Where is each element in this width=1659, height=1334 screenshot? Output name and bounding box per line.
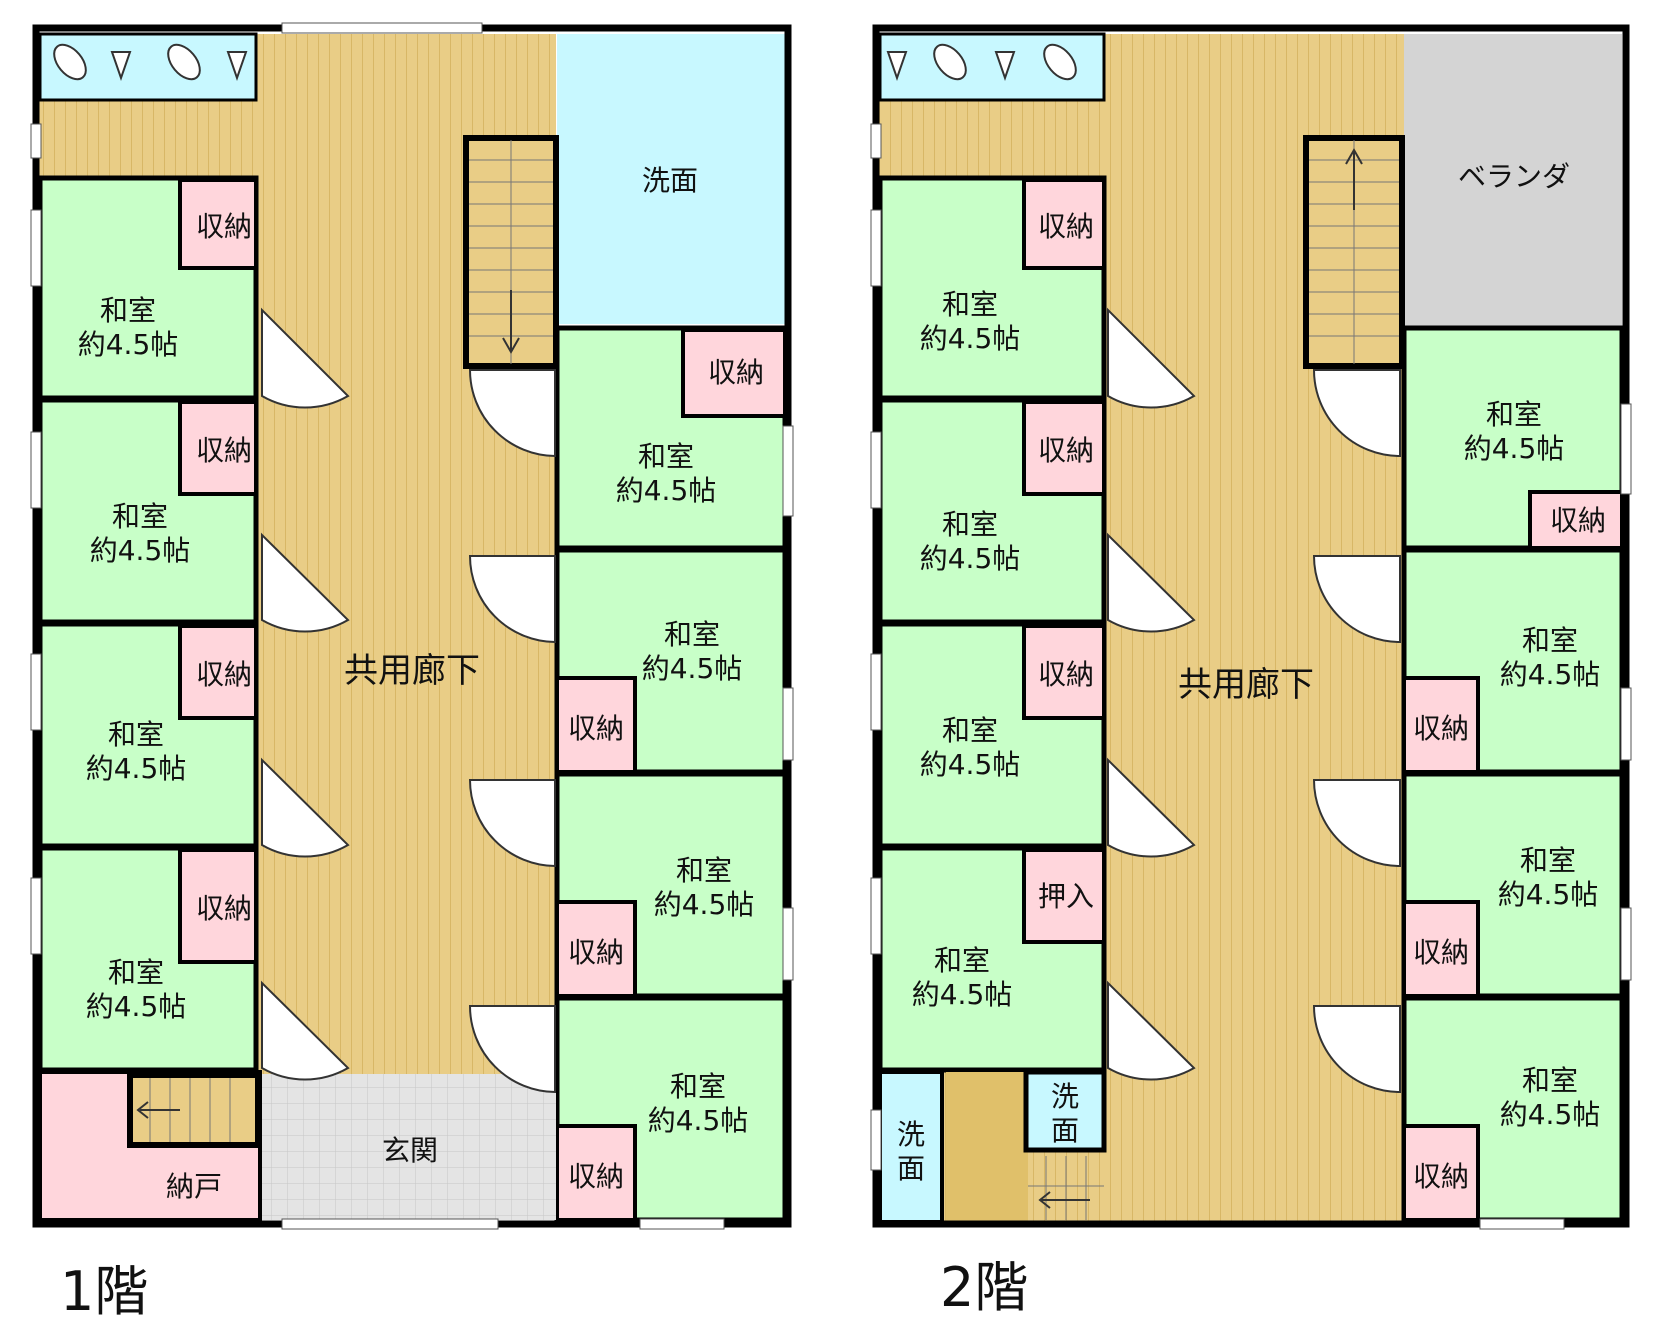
washroom-small2-label-top: 洗	[1051, 1080, 1079, 1113]
stairs-up-arrow	[1345, 147, 1363, 210]
washroom	[557, 34, 785, 324]
doors	[261, 307, 556, 1094]
floor-2-label: 2階	[940, 1256, 1028, 1319]
room-label: 和室	[942, 508, 998, 541]
oshiire	[1022, 848, 1106, 944]
room-size: 約4.5帖	[86, 752, 187, 785]
entrance	[262, 1074, 556, 1220]
storage-13	[1528, 490, 1624, 550]
toilet-icon	[886, 43, 1077, 82]
room-size: 約4.5帖	[912, 978, 1013, 1011]
storage-label: 収納	[1038, 210, 1094, 243]
room-label: 和室	[942, 714, 998, 747]
room-label: 和室	[676, 854, 732, 887]
storage-14	[1402, 676, 1480, 774]
storage-label: 収納	[568, 712, 624, 745]
corridor-label: 共用廊下	[344, 651, 480, 691]
washroom-small-2	[1023, 1069, 1107, 1153]
storage-6	[555, 676, 637, 774]
storage-label: 収納	[1413, 936, 1469, 969]
floor-2-plan	[870, 24, 1632, 1230]
storage-label: 収納	[1038, 658, 1094, 691]
room-size: 約4.5帖	[1498, 878, 1599, 911]
storage-15	[1402, 900, 1480, 998]
storage-label: 収納	[1550, 504, 1606, 537]
floor-1-plan	[30, 22, 794, 1230]
toilet-icon	[53, 43, 248, 82]
room-label: 和室	[112, 500, 168, 533]
washroom-small-label-top: 洗	[897, 1118, 925, 1151]
washroom-small2-label-bottom: 面	[1051, 1114, 1079, 1147]
room-size: 約4.5帖	[920, 322, 1021, 355]
storage-label: 収納	[196, 434, 252, 467]
room-size: 約4.5帖	[90, 534, 191, 567]
floor-1-label: 1階	[60, 1260, 148, 1323]
storage-label: 収納	[708, 356, 764, 389]
room-size: 約4.5帖	[648, 1104, 749, 1137]
room-size: 約4.5帖	[86, 990, 187, 1023]
room-label: 和室	[100, 294, 156, 327]
room-label: 和室	[942, 288, 998, 321]
veranda	[1404, 34, 1622, 326]
storage-2	[178, 400, 258, 496]
room-size: 約4.5帖	[654, 888, 755, 921]
room-7	[554, 771, 788, 999]
room-label: 和室	[670, 1070, 726, 1103]
room-size: 約4.5帖	[920, 748, 1021, 781]
room-label: 和室	[1522, 1064, 1578, 1097]
room-label: 和室	[1522, 624, 1578, 657]
storage-10	[1022, 400, 1106, 496]
storage-label: 収納	[196, 658, 252, 691]
storage-1	[178, 178, 258, 270]
room-label: 和室	[1520, 844, 1576, 877]
corridor-label: 共用廊下	[1178, 665, 1314, 705]
storage-7	[555, 900, 637, 998]
closet-label: 納戸	[166, 1170, 222, 1203]
entrance-label: 玄関	[382, 1134, 438, 1167]
oshiire-label: 押入	[1038, 880, 1094, 913]
room-size: 約4.5帖	[642, 652, 743, 685]
room-size: 約4.5帖	[1500, 658, 1601, 691]
storage-3	[178, 624, 258, 720]
doors	[1107, 307, 1401, 1094]
storage-4	[178, 848, 258, 964]
storage-label: 収納	[1038, 434, 1094, 467]
storage-label: 収納	[196, 210, 252, 243]
room-label: 和室	[108, 718, 164, 751]
room-label: 和室	[934, 944, 990, 977]
veranda-label: ベランダ	[1458, 160, 1570, 193]
room-label: 和室	[108, 956, 164, 989]
washroom-label: 洗面	[642, 164, 698, 197]
room-size: 約4.5帖	[616, 474, 717, 507]
storage-9	[1022, 178, 1106, 270]
outer-wall	[872, 24, 1630, 1228]
storage-16	[1402, 1124, 1480, 1222]
room-size: 約4.5帖	[1464, 432, 1565, 465]
washroom-small-label-bottom: 面	[897, 1152, 925, 1185]
lower-stairs	[1028, 1156, 1104, 1220]
storage-label: 収納	[568, 1160, 624, 1193]
storage-label: 収納	[196, 892, 252, 925]
storage-label: 収納	[1413, 1160, 1469, 1193]
storage-label: 収納	[1413, 712, 1469, 745]
room-size: 約4.5帖	[78, 328, 179, 361]
room-size: 約4.5帖	[1500, 1098, 1601, 1131]
stairs-down-arrow	[502, 290, 520, 355]
room-size: 約4.5帖	[920, 542, 1021, 575]
storage-11	[1022, 624, 1106, 720]
storage-floor	[946, 1072, 1028, 1222]
room-label: 和室	[638, 440, 694, 473]
storage-label: 収納	[568, 936, 624, 969]
storage-8	[555, 1124, 637, 1222]
room-label: 和室	[664, 618, 720, 651]
room-label: 和室	[1486, 398, 1542, 431]
